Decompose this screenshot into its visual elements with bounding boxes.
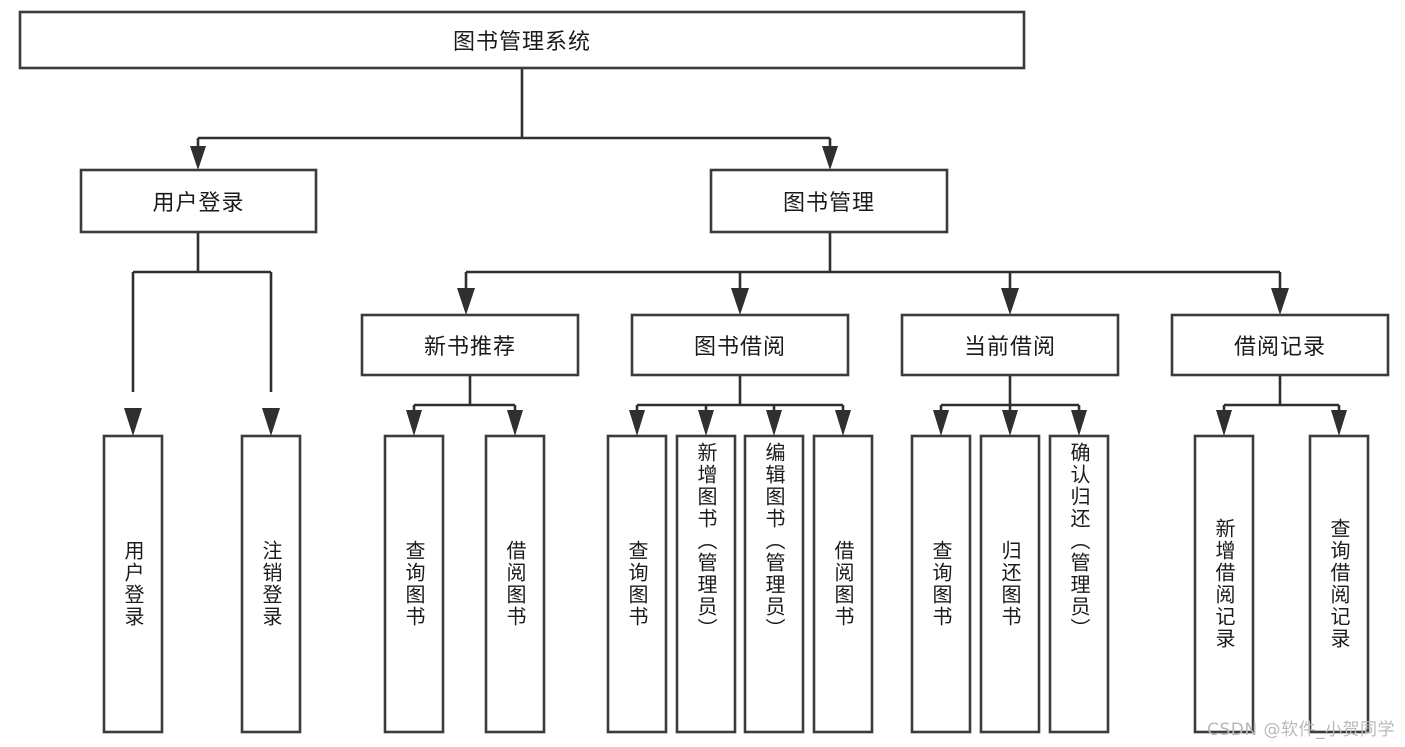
connector-user-login-to-leaves — [124, 232, 280, 436]
node-leaf-user-logout[interactable] — [240, 434, 302, 734]
connector-book-borrow-to-leaves — [629, 375, 851, 436]
node-book-borrow[interactable] — [630, 313, 850, 377]
node-leaf-borrow-book-1[interactable] — [484, 434, 546, 734]
connector-borrow-record-to-leaves — [1216, 375, 1347, 436]
connector-current-borrow-to-leaves — [933, 375, 1087, 436]
node-leaf-confirm-return[interactable] — [1048, 434, 1110, 734]
node-root[interactable] — [18, 10, 1026, 70]
node-leaf-add-record[interactable] — [1193, 434, 1255, 734]
node-leaf-add-book[interactable] — [675, 434, 737, 734]
node-current-borrow[interactable] — [900, 313, 1120, 377]
node-new-book-recommend[interactable] — [360, 313, 580, 377]
node-leaf-query-record[interactable] — [1308, 434, 1370, 734]
node-book-management[interactable] — [709, 168, 949, 234]
node-leaf-query-book-1[interactable] — [383, 434, 445, 734]
node-leaf-user-login[interactable] — [102, 434, 164, 734]
node-leaf-query-book-2[interactable] — [606, 434, 668, 734]
connector-new-book-recommend-to-leaves — [406, 375, 523, 436]
csdn-watermark: CSDN @软件_小贺同学 — [1207, 720, 1395, 740]
node-leaf-edit-book[interactable] — [743, 434, 805, 734]
node-borrow-record[interactable] — [1170, 313, 1390, 377]
connector-root-to-level2 — [190, 68, 838, 170]
connector-book-management-to-level3 — [457, 232, 1289, 315]
node-leaf-query-book-3[interactable] — [910, 434, 972, 734]
node-leaf-borrow-book-2[interactable] — [812, 434, 874, 734]
node-user-login[interactable] — [79, 168, 318, 234]
node-leaf-return-book[interactable] — [979, 434, 1041, 734]
